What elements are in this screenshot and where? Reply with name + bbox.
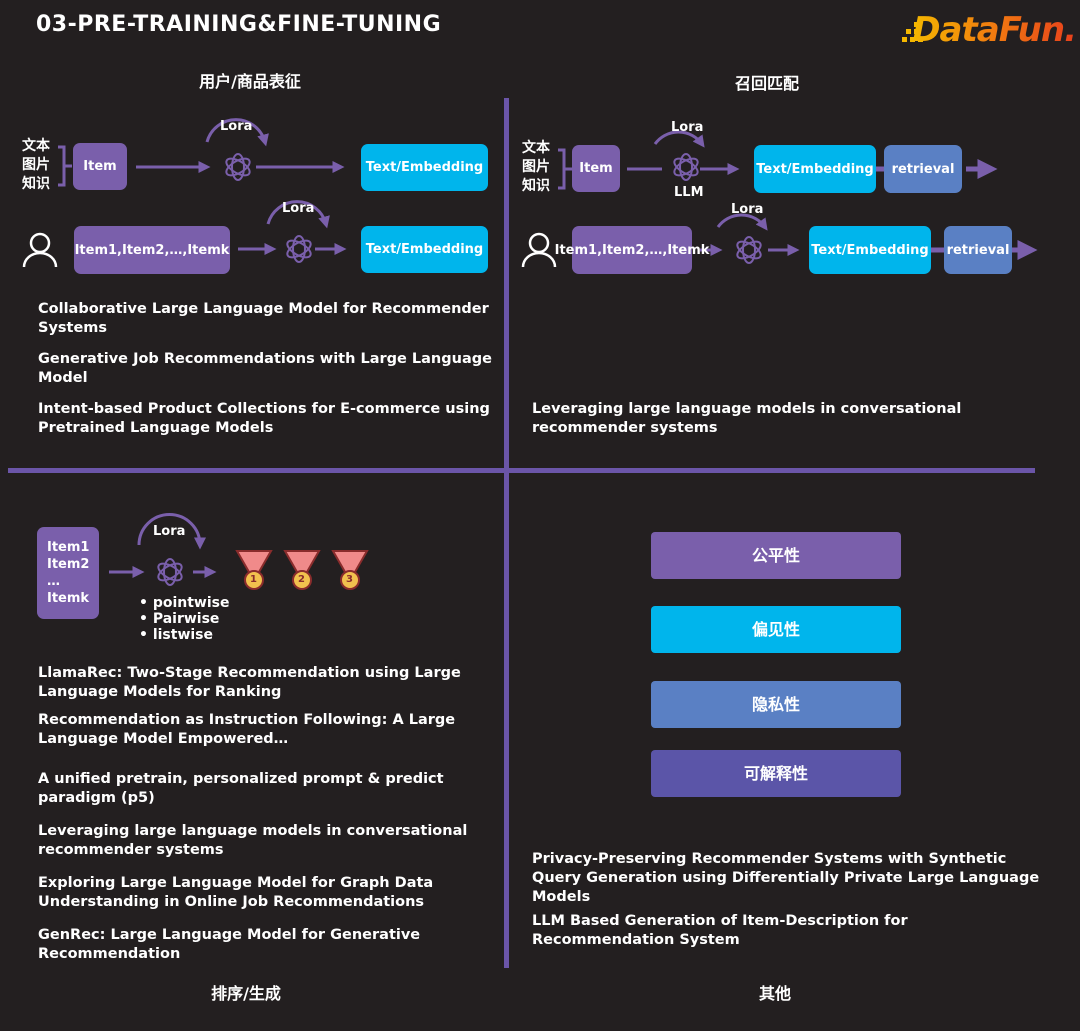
rank-2: 2 [298, 574, 305, 585]
topic-privacy: 隐私性 [651, 681, 901, 728]
paper-title: Collaborative Large Language Model for R… [38, 301, 489, 336]
llm-knot-icon [225, 153, 251, 181]
item-box: Item [73, 143, 127, 190]
source-list: 文本图片知识 [522, 140, 550, 194]
llm-label: LLM [674, 185, 704, 200]
section-label-retrieval: 召回匹配 [734, 74, 799, 93]
paper-title: Leveraging large language models in conv… [532, 401, 962, 436]
source-list: 文本图片知识 [22, 138, 50, 192]
rank-3: 3 [346, 574, 353, 585]
page-title: 03-PRE-TRAINING&FINE-TUNING [36, 12, 442, 37]
paper-title: GenRec: Large Language Model for Generat… [38, 927, 421, 962]
logo-dots-icon [902, 22, 923, 42]
lora-arc [716, 213, 768, 231]
embedding-box: Text/Embedding [754, 145, 876, 193]
paper-title: Exploring Large Language Model for Graph… [38, 875, 434, 910]
horizontal-divider [8, 468, 1035, 473]
llm-knot-icon [736, 236, 762, 264]
paper-title: LlamaRec: Two-Stage Recommendation using… [38, 665, 461, 700]
lora-label: Lora [220, 119, 253, 134]
lora-label: Lora [282, 201, 315, 216]
retrieval-box: retrieval [884, 145, 962, 193]
paper-title: A unified pretrain, personalized prompt … [38, 771, 444, 806]
lora-label: Lora [153, 524, 186, 539]
section-label-other: 其他 [758, 984, 791, 1003]
lora-arc [137, 513, 206, 550]
medal-icons [235, 550, 369, 590]
topic-explainability: 可解释性 [651, 750, 901, 797]
bracket [558, 148, 572, 190]
bracket [58, 145, 72, 187]
medal-icon [283, 550, 321, 590]
medal-icon [331, 550, 369, 590]
vertical-divider [504, 98, 509, 968]
paper-title: Recommendation as Instruction Following:… [38, 712, 456, 747]
paper-title: Generative Job Recommendations with Larg… [38, 351, 492, 386]
item-box: Item [572, 145, 620, 192]
item-sequence-box: Item1,Item2,…,Itemk [74, 226, 230, 274]
user-icon [521, 232, 557, 268]
llm-knot-icon [157, 558, 183, 586]
topic-bias: 偏见性 [651, 606, 901, 653]
embedding-box: Text/Embedding [809, 226, 931, 274]
datafun-logo: DataFun. [912, 10, 1077, 50]
lora-arc [266, 200, 330, 229]
lora-arc [205, 118, 269, 147]
lora-arc [653, 130, 705, 148]
section-label-representation: 用户/商品表征 [199, 72, 301, 91]
ranking-methods: • pointwise• Pairwise• listwise [139, 595, 230, 643]
user-icon [22, 232, 58, 268]
embedding-box: Text/Embedding [361, 226, 488, 273]
topic-fairness: 公平性 [651, 532, 901, 579]
paper-title: Intent-based Product Collections for E-c… [38, 401, 490, 436]
llm-knot-icon [673, 153, 699, 181]
lora-label: Lora [671, 120, 704, 135]
medal-icon [235, 550, 273, 590]
paper-title: LLM Based Generation of Item-Description… [532, 913, 908, 948]
item-sequence-box: Item1,Item2,…,Itemk [555, 226, 709, 274]
embedding-box: Text/Embedding [361, 144, 488, 191]
rank-1: 1 [250, 574, 257, 585]
section-label-ranking: 排序/生成 [211, 984, 281, 1003]
llm-knot-icon [286, 235, 312, 263]
paper-title: Privacy-Preserving Recommender Systems w… [532, 851, 1040, 905]
lora-label: Lora [731, 202, 764, 217]
paper-title: Leveraging large language models in conv… [38, 823, 468, 858]
retrieval-box: retrieval [944, 226, 1012, 274]
